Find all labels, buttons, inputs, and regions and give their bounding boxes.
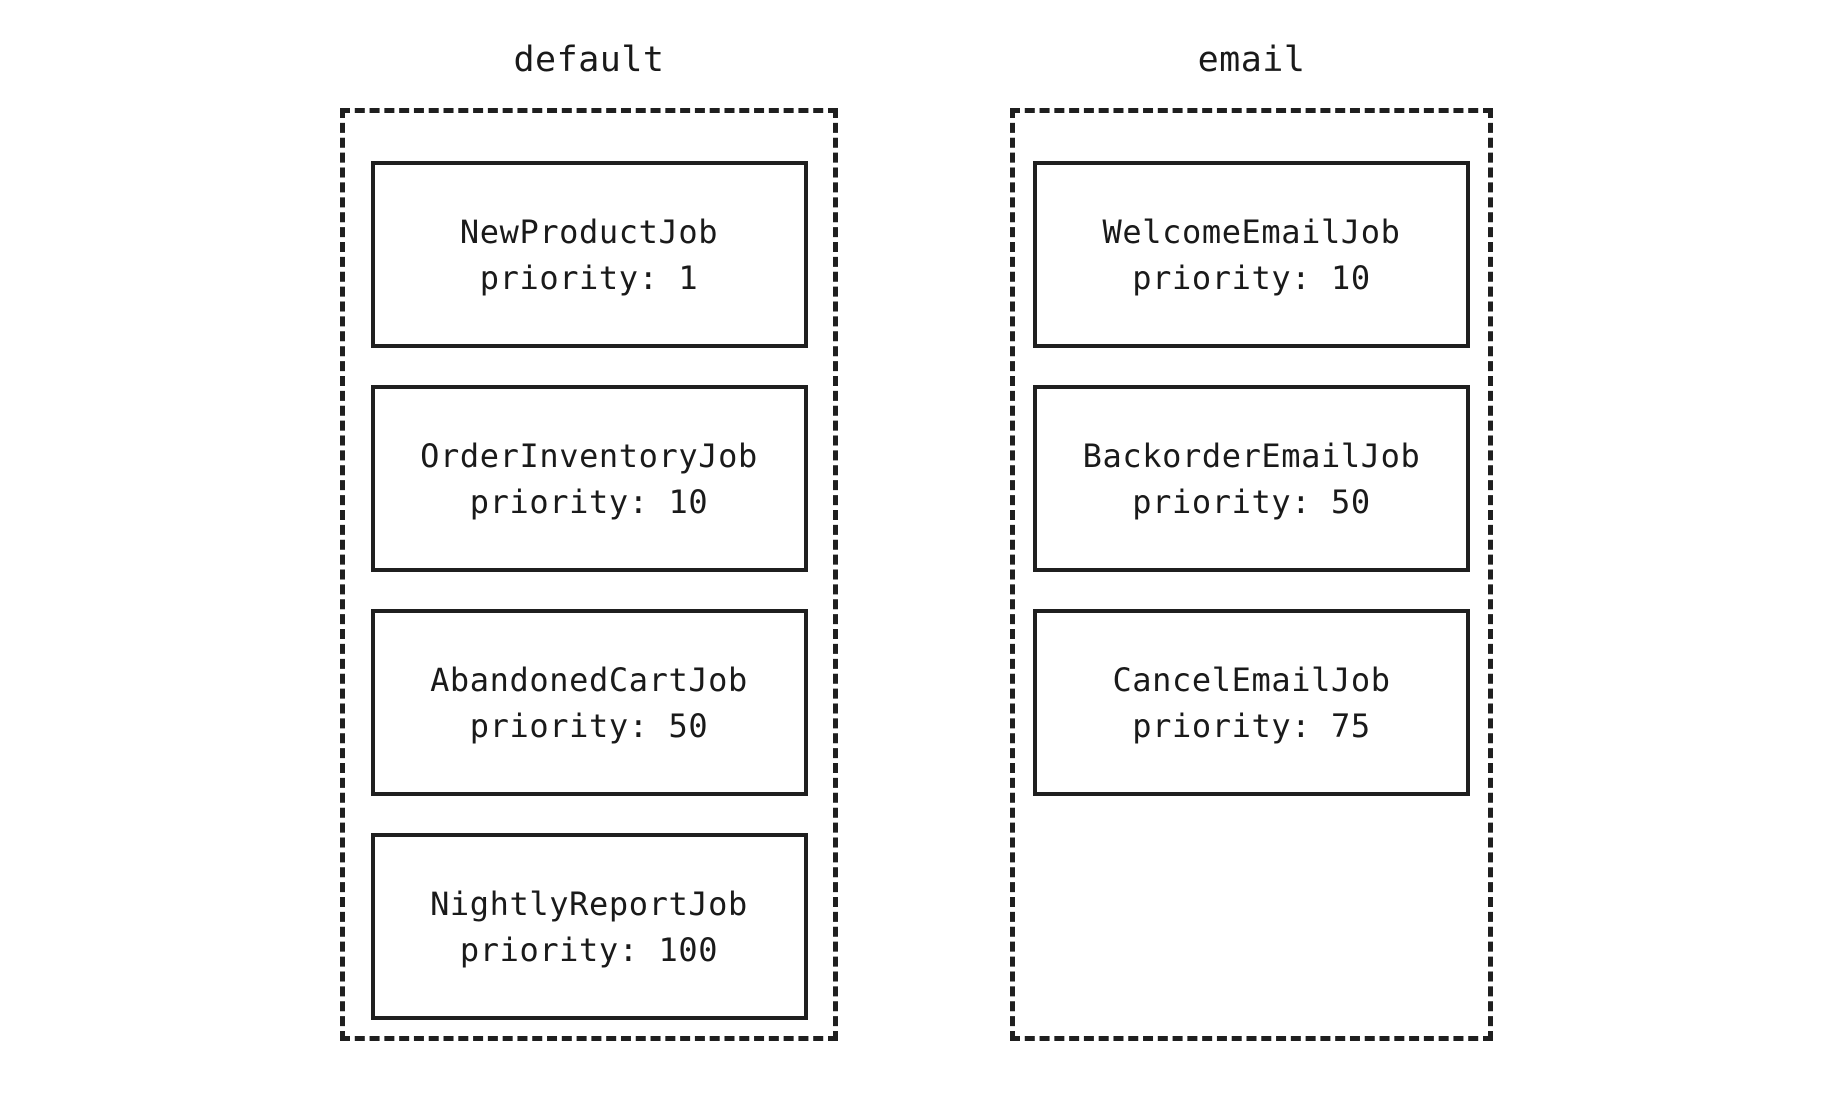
queue-label-email: email	[1197, 40, 1306, 80]
queue-group-default: default NewProductJob priority: 1 OrderI…	[340, 40, 838, 1041]
queue-container-email: WelcomeEmailJob priority: 10 BackorderEm…	[1010, 108, 1493, 1041]
job-card[interactable]: BackorderEmailJob priority: 50	[1033, 385, 1470, 572]
job-priority: priority: 100	[459, 930, 719, 969]
queue-label-default: default	[513, 40, 665, 80]
queue-group-email: email WelcomeEmailJob priority: 10 Backo…	[1010, 40, 1493, 1041]
job-priority: priority: 10	[1132, 258, 1371, 297]
job-name: WelcomeEmailJob	[1102, 212, 1401, 251]
job-priority: priority: 50	[469, 706, 709, 745]
job-name: NewProductJob	[459, 212, 719, 251]
job-name: CancelEmailJob	[1112, 660, 1391, 699]
job-name: NightlyReportJob	[430, 884, 748, 923]
job-card[interactable]: CancelEmailJob priority: 75	[1033, 609, 1470, 796]
job-priority: priority: 75	[1132, 706, 1371, 745]
job-card[interactable]: NewProductJob priority: 1	[370, 161, 808, 348]
job-priority: priority: 1	[479, 258, 699, 297]
job-card[interactable]: WelcomeEmailJob priority: 10	[1033, 161, 1470, 348]
job-card[interactable]: NightlyReportJob priority: 100	[370, 833, 808, 1020]
job-name: AbandonedCartJob	[430, 660, 748, 699]
job-name: OrderInventoryJob	[420, 436, 758, 475]
job-name: BackorderEmailJob	[1082, 436, 1421, 475]
queue-container-default: NewProductJob priority: 1 OrderInventory…	[340, 108, 838, 1041]
job-priority: priority: 50	[1132, 482, 1371, 521]
job-card[interactable]: OrderInventoryJob priority: 10	[370, 385, 808, 572]
job-card[interactable]: AbandonedCartJob priority: 50	[370, 609, 808, 796]
job-priority: priority: 10	[469, 482, 709, 521]
